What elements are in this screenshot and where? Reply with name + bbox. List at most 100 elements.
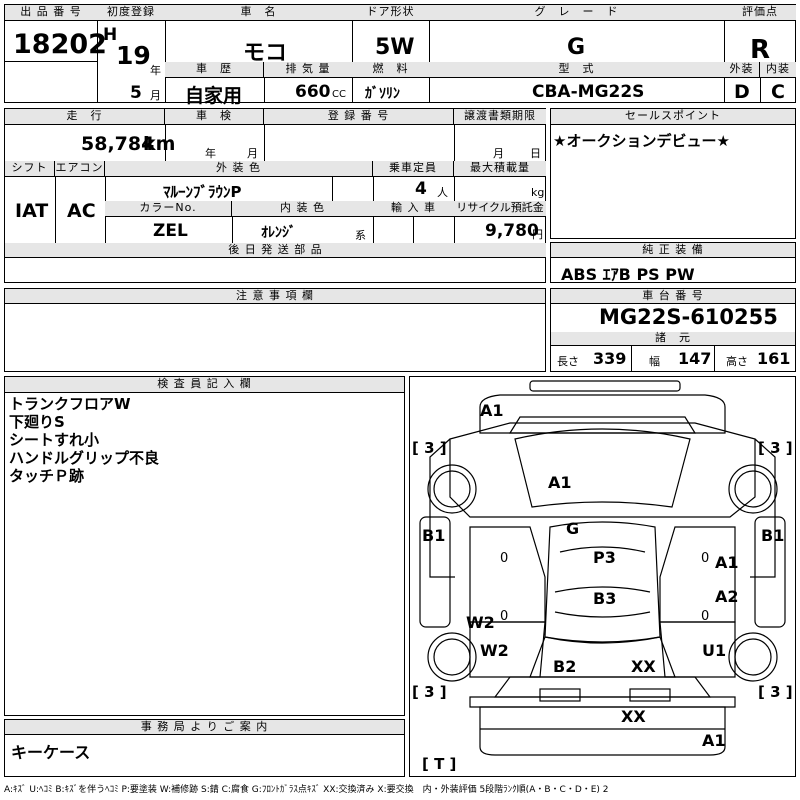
grade-label: グ レ ー ド bbox=[429, 5, 724, 21]
ext-label: 外装 bbox=[724, 62, 760, 78]
length-label: 長さ bbox=[557, 355, 579, 368]
notes-label: 注 意 事 項 欄 bbox=[5, 289, 545, 304]
office-text: キーケース bbox=[11, 743, 91, 762]
capacity: 4 bbox=[415, 179, 427, 199]
equipment-text: ABS ｴｱB PS PW bbox=[561, 265, 695, 284]
grade: G bbox=[567, 35, 586, 60]
int-label: 内装 bbox=[760, 62, 796, 78]
damage-mark: W2 bbox=[480, 641, 509, 660]
office-label: 事 務 局 よ り ご 案 内 bbox=[5, 720, 404, 735]
recycle-fee: 9,780 bbox=[485, 221, 539, 241]
fuel-label: 燃 料 bbox=[352, 62, 429, 78]
chassis-number: MG22S-610255 bbox=[599, 305, 778, 329]
ext-score: D bbox=[734, 81, 750, 103]
damage-mark: XX bbox=[621, 707, 646, 726]
model: CBA-MG22S bbox=[532, 82, 645, 102]
damage-mark: B3 bbox=[593, 589, 617, 608]
lot-no-label: 出 品 番 号 bbox=[5, 5, 97, 21]
inspection-label: 車 検 bbox=[165, 109, 264, 125]
inspector-line: シートすれ小 bbox=[9, 431, 100, 449]
later-parts-label: 後 日 発 送 部 品 bbox=[5, 243, 546, 258]
mileage-unit: km bbox=[143, 133, 176, 155]
color-no-label: カラーNo. bbox=[105, 201, 232, 217]
month-unit: 月 bbox=[150, 89, 161, 102]
score-label: 評価点 bbox=[724, 5, 796, 21]
damage-mark: XX bbox=[631, 657, 656, 676]
ext-color-label: 外 装 色 bbox=[105, 161, 373, 177]
width: 147 bbox=[678, 349, 712, 368]
damage-mark: A1 bbox=[702, 731, 726, 750]
damage-mark: A1 bbox=[715, 553, 739, 572]
reg-year: 19 bbox=[116, 41, 151, 70]
damage-mark: W2 bbox=[466, 613, 495, 632]
inspection-month-unit: 月 bbox=[247, 147, 258, 160]
capacity-unit: 人 bbox=[437, 186, 448, 199]
door-type: 5W bbox=[375, 35, 415, 60]
damage-mark: A1 bbox=[548, 473, 572, 492]
tire-tread-spare: [ T ] bbox=[422, 755, 457, 773]
displacement: 660 bbox=[295, 82, 331, 102]
zero-mark-right-front: 0 bbox=[701, 551, 710, 566]
int-color: ｵﾚﾝｼﾞ bbox=[261, 225, 296, 241]
int-score: C bbox=[771, 81, 785, 103]
chassis-label: 車 台 番 号 bbox=[551, 289, 795, 304]
tire-tread-rear-right: [ 3 ] bbox=[758, 683, 793, 701]
ac-label: エアコン bbox=[55, 161, 105, 177]
damage-mark: B1 bbox=[761, 526, 785, 545]
load-label: 最大積載量 bbox=[454, 161, 546, 177]
model-label: 型 式 bbox=[429, 62, 724, 78]
transfer-label: 譲渡書類期限 bbox=[454, 109, 546, 125]
vehicle-details-table: 走 行 車 検 登 録 番 号 譲渡書類期限 58,784 km 年 月 月 日… bbox=[4, 108, 546, 283]
mileage: 58,784 bbox=[81, 133, 155, 155]
reg-no-label: 登 録 番 号 bbox=[264, 109, 454, 125]
dims-label: 諸 元 bbox=[551, 332, 795, 346]
score: R bbox=[750, 35, 771, 65]
equipment-panel: 純 正 装 備 ABS ｴｱB PS PW bbox=[550, 242, 796, 284]
office-panel: 事 務 局 よ り ご 案 内 キーケース bbox=[4, 719, 405, 777]
tire-tread-front-left: [ 3 ] bbox=[412, 439, 447, 457]
sales-point-panel: セールスポイント ★オークションデビュー★ bbox=[550, 108, 796, 239]
fuel: ｶﾞｿﾘﾝ bbox=[365, 86, 400, 102]
header-table: 出 品 番 号 初度登録 車 名 ドア形状 グ レ ー ド 評価点 18202 … bbox=[4, 4, 796, 107]
zero-mark-right-rear: 0 bbox=[701, 609, 710, 624]
shift-label: シフト bbox=[5, 161, 55, 177]
capacity-label: 乗車定員 bbox=[373, 161, 454, 177]
sales-point-label: セールスポイント bbox=[551, 109, 795, 125]
reg-month: 5 bbox=[130, 83, 142, 103]
inspector-line: ハンドルグリップ不良 bbox=[9, 449, 160, 467]
length: 339 bbox=[593, 349, 627, 368]
damage-mark: B2 bbox=[553, 657, 577, 676]
inspector-label: 検 査 員 記 入 欄 bbox=[5, 377, 404, 393]
tire-tread-rear-left: [ 3 ] bbox=[412, 683, 447, 701]
recycle-label: リサイクル預託金 bbox=[454, 201, 546, 217]
inspector-line: 下廻りS bbox=[9, 413, 65, 431]
inspector-line: トランクフロアW bbox=[9, 395, 131, 413]
history: 自家用 bbox=[185, 85, 243, 107]
inspection-year-unit: 年 bbox=[205, 147, 216, 160]
color-no: ZEL bbox=[153, 221, 188, 241]
car-name-label: 車 名 bbox=[165, 5, 352, 21]
damage-mark: A1 bbox=[480, 401, 504, 420]
load-unit: kg bbox=[531, 186, 545, 199]
sales-point-text: ★オークションデビュー★ bbox=[553, 132, 730, 150]
int-color-label: 内 装 色 bbox=[232, 201, 373, 217]
damage-mark: U1 bbox=[702, 641, 727, 660]
ac: AC bbox=[67, 200, 96, 222]
legend-text: A:ｷｽﾞ U:ﾍｺﾐ B:ｷｽﾞを伴うﾍｺﾐ P:要塗装 W:補修跡 S:錆 … bbox=[4, 785, 609, 795]
zero-mark-left-front: 0 bbox=[500, 551, 509, 566]
inspector-line: タッチＰ跡 bbox=[9, 467, 85, 485]
damage-mark: G bbox=[566, 519, 580, 538]
displacement-label: 排 気 量 bbox=[264, 62, 352, 78]
zero-mark-left-rear: 0 bbox=[500, 609, 509, 624]
year-unit: 年 bbox=[150, 64, 161, 77]
shift: IAT bbox=[15, 200, 49, 222]
transfer-month-unit: 月 bbox=[493, 147, 504, 160]
height: 161 bbox=[757, 349, 791, 368]
lot-number: 18202 bbox=[13, 29, 107, 60]
door-label: ドア形状 bbox=[352, 5, 429, 21]
damage-mark: P3 bbox=[593, 548, 616, 567]
notes-panel: 注 意 事 項 欄 bbox=[4, 288, 546, 372]
history-label: 車 歴 bbox=[165, 62, 264, 78]
import-label: 輸 入 車 bbox=[373, 201, 454, 217]
ext-color: ﾏﾙｰﾝﾌﾞﾗｳﾝP bbox=[163, 183, 242, 201]
